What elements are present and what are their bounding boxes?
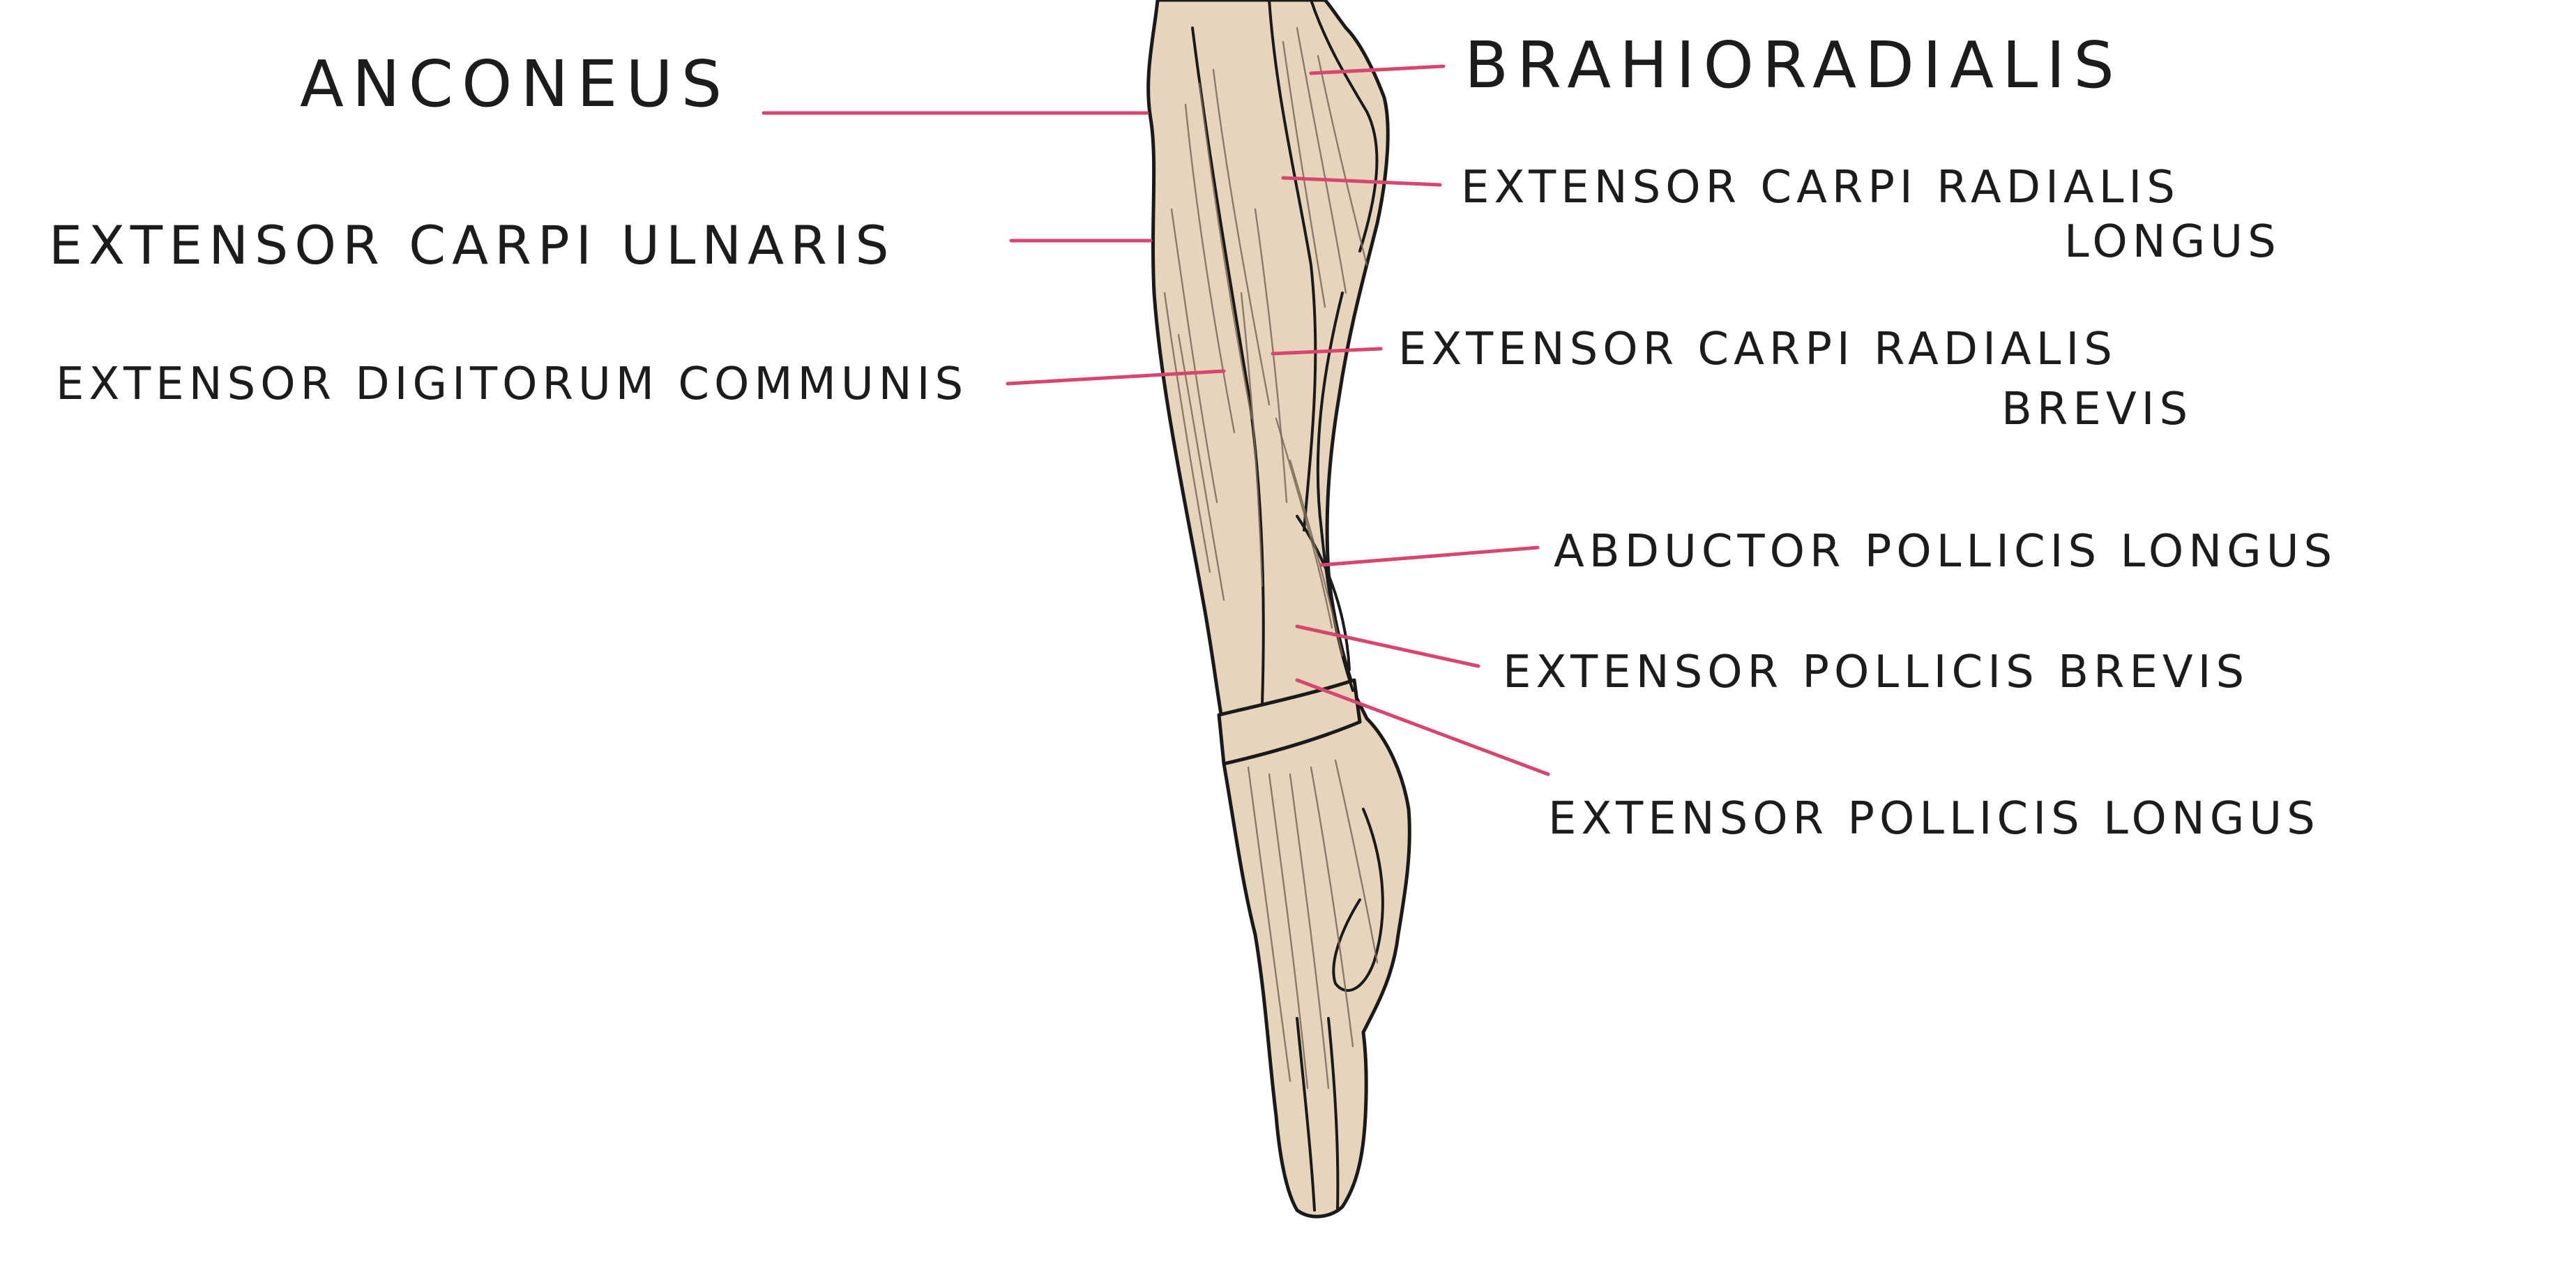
- leader-abductor-pollicis-longus: [1319, 545, 1540, 567]
- muscle-border-2: [1268, 0, 1317, 532]
- forearm-outline: [1146, 0, 1411, 1219]
- thumb-muscle-border: [1296, 515, 1351, 671]
- label-ecrb-line2: BREVIS: [2001, 384, 2192, 435]
- leader-lines: [762, 64, 1550, 776]
- label-ecrl-line1: EXTENSOR CARPI RADIALIS: [1461, 162, 2180, 213]
- leader-ecrb: [1271, 347, 1383, 356]
- leader-extensor-pollicis-longus: [1295, 678, 1550, 776]
- leader-extensor-digitorum-communis: [1006, 369, 1226, 386]
- labels: ANCONEUS EXTENSOR CARPI ULNARIS EXTENSOR…: [49, 28, 2337, 845]
- forearm-illustration: [1146, 0, 1411, 1219]
- label-anconeus: ANCONEUS: [300, 47, 730, 121]
- thumb-outline: [1332, 808, 1384, 992]
- leader-brahioradialis: [1309, 64, 1446, 75]
- leader-extensor-pollicis-brevis: [1295, 624, 1480, 668]
- finger-line-1: [1296, 1017, 1316, 1212]
- extensor-retinaculum: [1217, 678, 1362, 766]
- label-extensor-carpi-ulnaris: EXTENSOR CARPI ULNARIS: [49, 214, 895, 276]
- label-brahioradialis: BRAHIORADIALIS: [1464, 28, 2123, 103]
- muscle-border-1: [1191, 27, 1265, 706]
- brachioradialis-edge: [1310, 0, 1379, 253]
- label-extensor-pollicis-brevis: EXTENSOR POLLICIS BREVIS: [1503, 647, 2249, 698]
- label-abductor-pollicis-longus: ABDUCTOR POLLICIS LONGUS: [1554, 526, 2337, 578]
- label-ecrl-line2: LONGUS: [2064, 216, 2281, 268]
- leader-ecrl: [1281, 176, 1442, 187]
- finger-line-2: [1327, 1017, 1340, 1212]
- label-extensor-pollicis-longus: EXTENSOR POLLICIS LONGUS: [1548, 793, 2320, 845]
- label-extensor-digitorum-communis: EXTENSOR DIGITORUM COMMUNIS: [56, 359, 968, 410]
- label-ecrb-line1: EXTENSOR CARPI RADIALIS: [1398, 324, 2117, 375]
